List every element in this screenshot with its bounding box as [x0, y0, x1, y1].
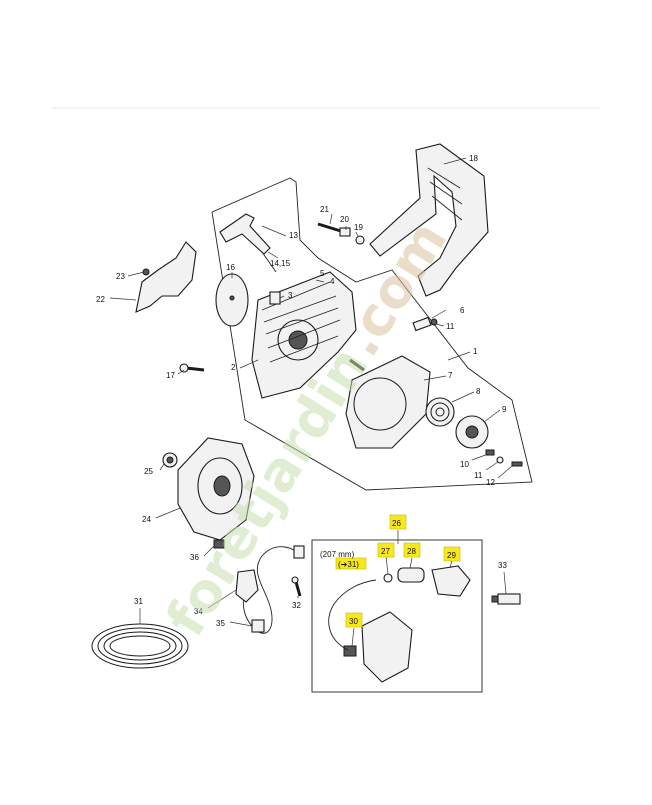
callout-11-top: 11: [446, 322, 455, 331]
starter-cover: [345, 355, 431, 449]
callout-20: 20: [340, 215, 349, 224]
callout-28: 28: [407, 547, 416, 556]
callout-8: 8: [476, 387, 481, 396]
callout-27: 27: [381, 547, 390, 556]
callout-25: 25: [144, 467, 153, 476]
gasket: [215, 273, 249, 327]
callout-32: 32: [292, 601, 301, 610]
screw-small: [511, 461, 523, 467]
callout-31: 31: [134, 597, 143, 606]
callout-17: 17: [166, 371, 175, 380]
rope-rotor: [455, 415, 489, 449]
callout-7: 7: [448, 371, 453, 380]
flywheel-nut: [162, 452, 178, 468]
ref-note: (➔31): [338, 560, 359, 569]
starter-grip: [219, 213, 277, 273]
callout-21: 21: [320, 205, 329, 214]
callout-36: 36: [190, 553, 199, 562]
callout-9: 9: [502, 405, 507, 414]
stud: [349, 358, 365, 372]
callout-10-bottom: 10: [460, 460, 469, 469]
callout-5: 5: [320, 269, 325, 278]
callout-18: 18: [469, 154, 478, 163]
callout-11-bottom: 11: [474, 471, 483, 480]
assembly-outline: [211, 177, 533, 491]
callout-34: 34: [194, 607, 203, 616]
bracket: [135, 241, 197, 313]
callout-24: 24: [142, 515, 151, 524]
callout-4: 4: [330, 277, 335, 286]
callout-14-15: 14,15: [270, 259, 291, 268]
callout-2: 2: [231, 363, 236, 372]
pawl: [485, 449, 495, 456]
callout-6: 6: [460, 306, 465, 315]
callout-1: 1: [473, 347, 478, 356]
ignition-module: [328, 579, 413, 683]
guard-pivot: [412, 316, 438, 332]
callout-35: 35: [216, 619, 225, 628]
guard-bolt: [317, 222, 365, 245]
callout-30: 30: [349, 617, 358, 626]
highlight-marks: [335, 514, 461, 628]
callout-33: 33: [498, 561, 507, 570]
callout-19: 19: [354, 223, 363, 232]
washer: [496, 456, 504, 464]
bushing: [269, 291, 281, 305]
callout-numbers: 18 21 20 19 13 14,15 16 3 5 4 6 11 1 2 1…: [96, 154, 507, 628]
flywheel: [177, 437, 255, 541]
rewind-spring: [425, 397, 455, 427]
ignition-harness: [213, 539, 305, 634]
spark-plug: [491, 593, 521, 605]
ignition-detail-box: [311, 539, 483, 693]
callout-13: 13: [289, 231, 298, 240]
hand-guard: [369, 143, 489, 297]
callout-12: 12: [486, 478, 495, 487]
leader-lines: [109, 157, 513, 647]
callout-29: 29: [447, 551, 456, 560]
callout-16: 16: [226, 263, 235, 272]
callout-22: 22: [96, 295, 105, 304]
spark-plug-boot: [383, 565, 471, 597]
length-note: (207 mm): [320, 550, 355, 559]
rope-coil: [91, 623, 189, 669]
screw-32: [291, 576, 302, 597]
callout-23: 23: [116, 272, 125, 281]
callout-26: 26: [392, 519, 401, 528]
callout-3: 3: [288, 291, 293, 300]
screw: [179, 363, 205, 373]
